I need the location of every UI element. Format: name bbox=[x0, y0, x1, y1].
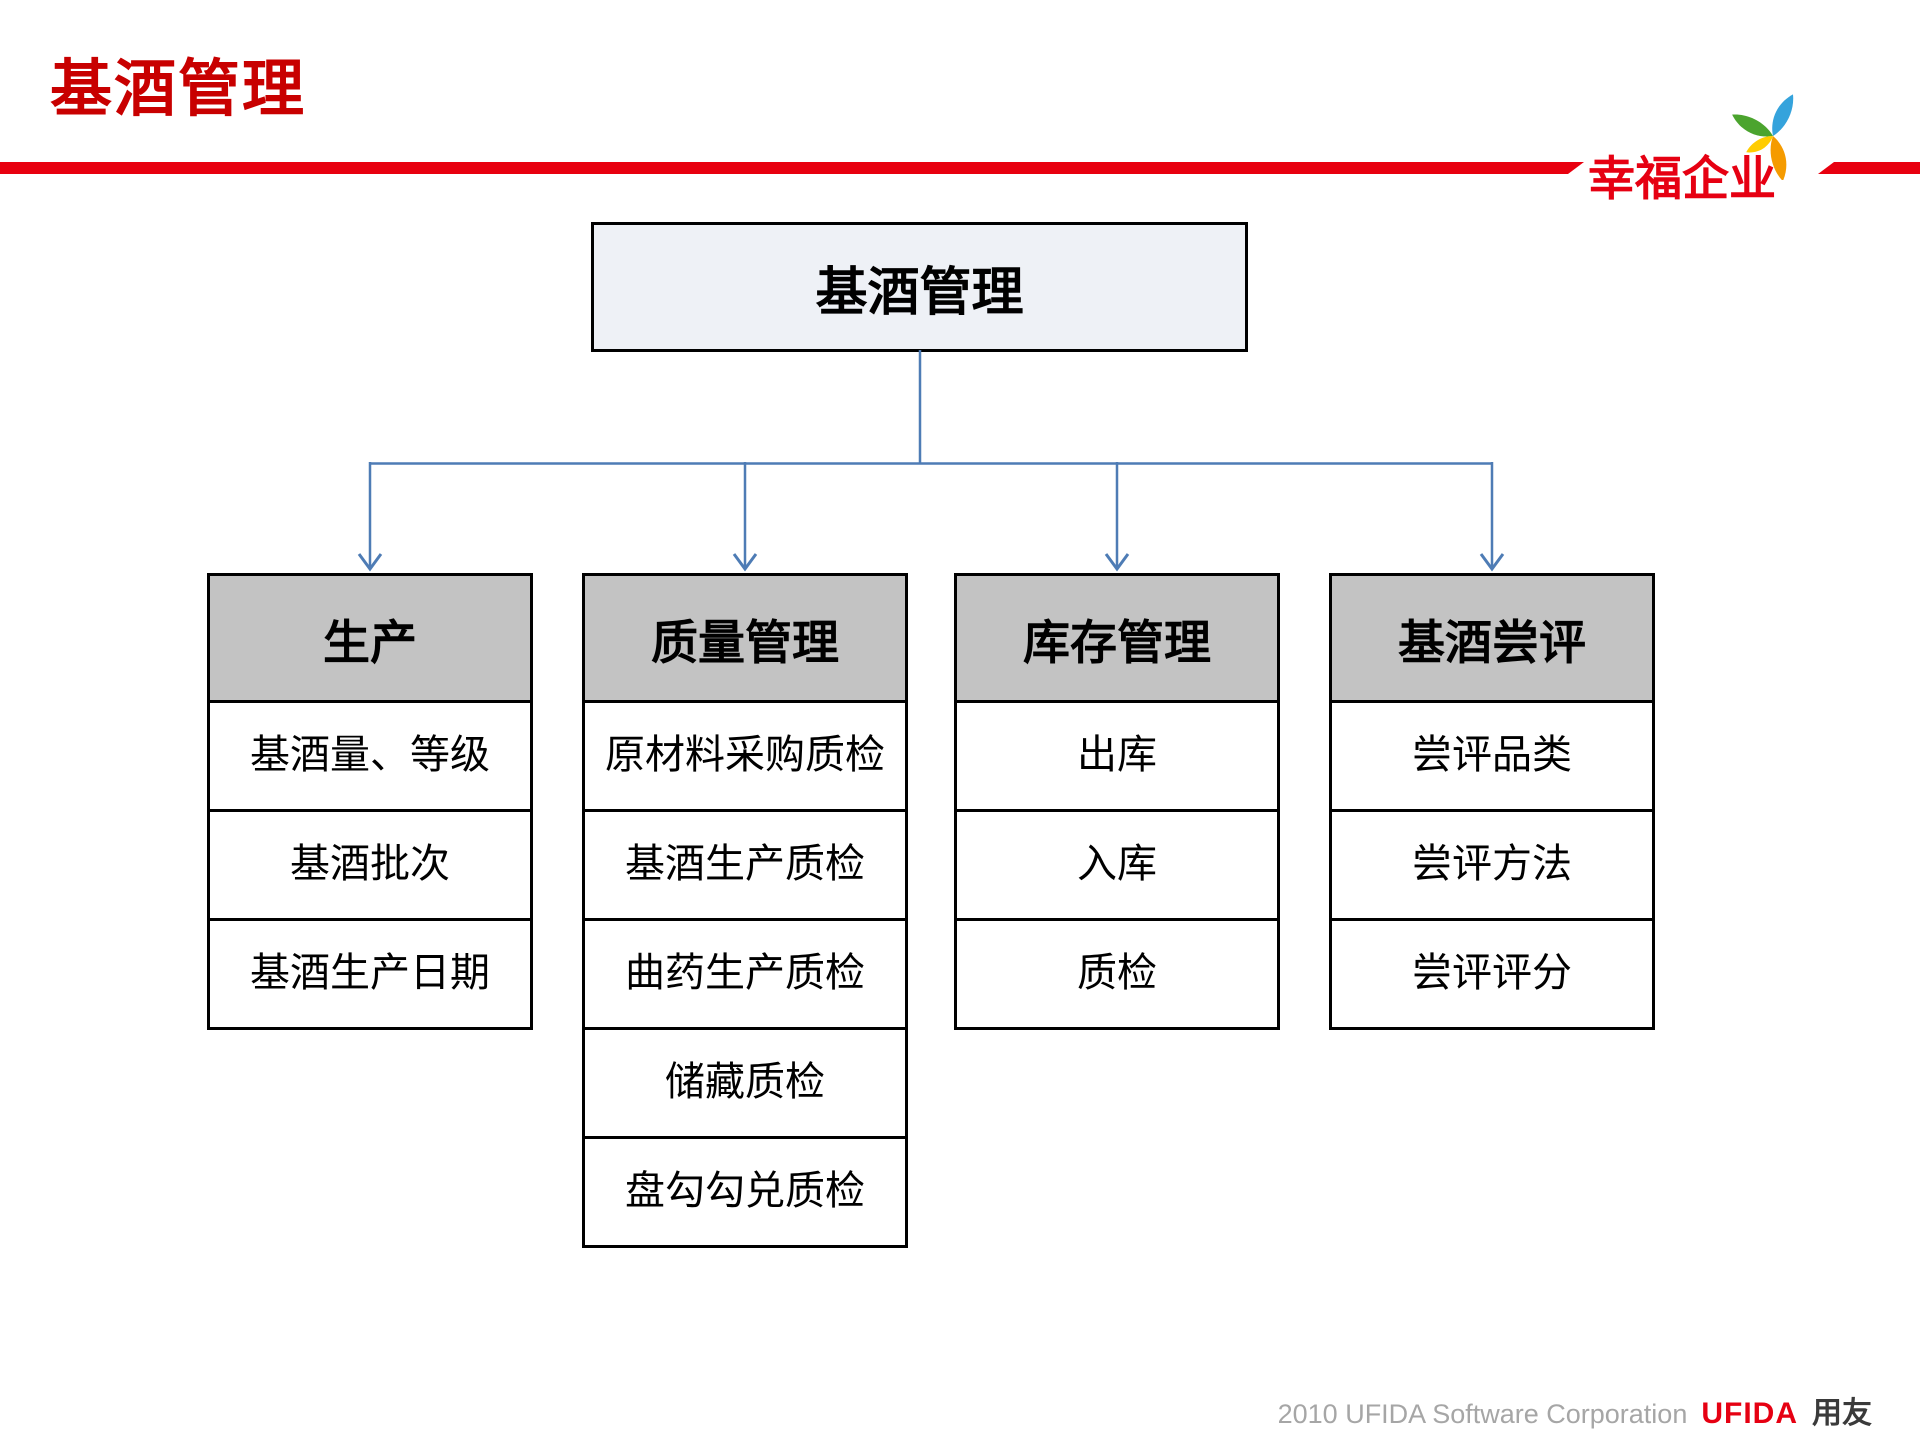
column-item: 尝评品类 bbox=[1329, 700, 1655, 812]
pinwheel-leaf-yellow bbox=[1746, 135, 1773, 153]
column-item: 盘勾勾兑质检 bbox=[582, 1136, 908, 1248]
column-item: 基酒批次 bbox=[207, 809, 533, 921]
column-item: 基酒量、等级 bbox=[207, 700, 533, 812]
column-item: 入库 bbox=[954, 809, 1280, 921]
diagram-column-3: 库存管理出库入库质检 bbox=[954, 573, 1280, 1030]
column-header: 质量管理 bbox=[582, 573, 908, 703]
arrowhead-icon bbox=[357, 553, 383, 572]
column-header: 库存管理 bbox=[954, 573, 1280, 703]
column-item: 储藏质检 bbox=[582, 1027, 908, 1139]
arrowhead-icon bbox=[732, 553, 758, 572]
column-item: 曲药生产质检 bbox=[582, 918, 908, 1030]
column-item: 原材料采购质检 bbox=[582, 700, 908, 812]
diagram-root-node: 基酒管理 bbox=[591, 222, 1248, 352]
column-item: 基酒生产质检 bbox=[582, 809, 908, 921]
footer-brand-en: UFIDA bbox=[1701, 1397, 1798, 1430]
column-item: 尝评评分 bbox=[1329, 918, 1655, 1030]
footer-copyright: 2010 UFIDA Software Corporation bbox=[1277, 1399, 1688, 1429]
column-item: 尝评方法 bbox=[1329, 809, 1655, 921]
column-header: 基酒尝评 bbox=[1329, 573, 1655, 703]
column-header: 生产 bbox=[207, 573, 533, 703]
pinwheel-leaf-orange bbox=[1770, 136, 1787, 180]
header-divider-line-right bbox=[1818, 162, 1920, 174]
slide-footer: 2010 UFIDA Software Corporation UFIDA 用友 bbox=[1278, 1388, 1872, 1432]
arrowhead-icon bbox=[1104, 553, 1130, 572]
pinwheel-leaf-green bbox=[1732, 114, 1773, 137]
brand-slogan-text: 幸福企业 bbox=[1588, 152, 1776, 205]
pinwheel-leaf-blue bbox=[1772, 94, 1794, 136]
column-item: 质检 bbox=[954, 918, 1280, 1030]
diagram-column-1: 生产基酒量、等级基酒批次基酒生产日期 bbox=[207, 573, 533, 1030]
connector-lines bbox=[357, 350, 1505, 572]
column-item: 基酒生产日期 bbox=[207, 918, 533, 1030]
column-item: 出库 bbox=[954, 700, 1280, 812]
diagram-column-4: 基酒尝评尝评品类尝评方法尝评评分 bbox=[1329, 573, 1655, 1030]
diagram-root-label: 基酒管理 bbox=[815, 261, 1024, 323]
pinwheel-icon bbox=[1732, 94, 1794, 180]
arrowhead-icon bbox=[1479, 553, 1505, 572]
header-divider-line bbox=[0, 162, 1584, 174]
page-title: 基酒管理 bbox=[50, 52, 307, 125]
diagram-column-2: 质量管理原材料采购质检基酒生产质检曲药生产质检储藏质检盘勾勾兑质检 bbox=[582, 573, 908, 1248]
footer-brand-cn: 用友 bbox=[1812, 1397, 1872, 1430]
